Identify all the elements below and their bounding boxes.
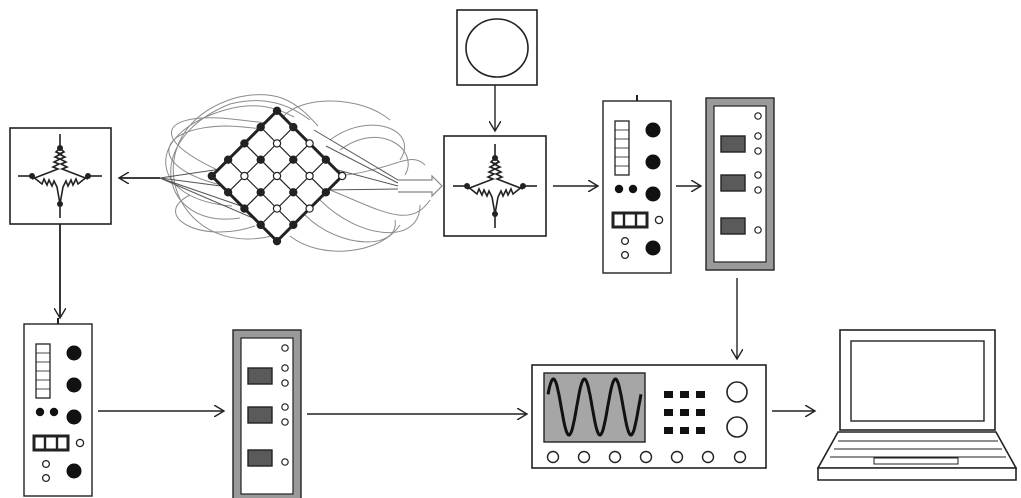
sensor-node [240,139,249,148]
sensor-node [321,155,331,164]
oscilloscope-icon [531,364,767,469]
sensor-node [289,188,298,197]
sensor-node [305,139,314,148]
sensor-node [321,188,331,197]
amplifier-bottom-icon [22,316,94,498]
oscilloscope-connectors [546,450,747,464]
sensor-node [256,155,265,164]
amplifier-top-icon [601,93,673,275]
sensor-node [207,171,217,181]
laptop-icon [816,329,1018,481]
sensor-array-icon [159,94,431,252]
oscilloscope-knob-top [726,381,748,403]
sensor-node [240,171,249,181]
oscilloscope-buttons [664,391,705,434]
sensor-node [256,220,265,230]
filter-top-icon [705,97,775,271]
sensor-node [256,122,265,132]
bridge-left-icon [9,127,112,225]
filter-bottom-icon [232,329,302,498]
sensor-node [240,204,249,213]
sensor-node [289,220,298,230]
sensor-leads-right [313,129,399,191]
sensor-node [289,122,298,132]
sensor-node [256,188,265,197]
signal-source-icon [456,9,538,86]
sensor-node [272,171,282,181]
sensor-node [337,171,347,181]
sensor-node [272,139,282,148]
sensor-node [289,155,298,164]
oscilloscope-waveform [546,377,643,437]
sensor-node [305,204,314,213]
sensor-grid-diamond [207,106,347,246]
sensor-node [272,204,282,213]
sensor-node [272,106,282,116]
sensor-node [272,236,282,246]
bridge-right-icon [443,135,547,237]
sensor-node [223,188,233,197]
sensor-node [223,155,233,164]
oscilloscope-knob-bottom [726,416,748,438]
connection-arrows [60,85,815,414]
arrow-grid-to-bridge-right [398,174,443,198]
sensor-node [305,171,314,181]
